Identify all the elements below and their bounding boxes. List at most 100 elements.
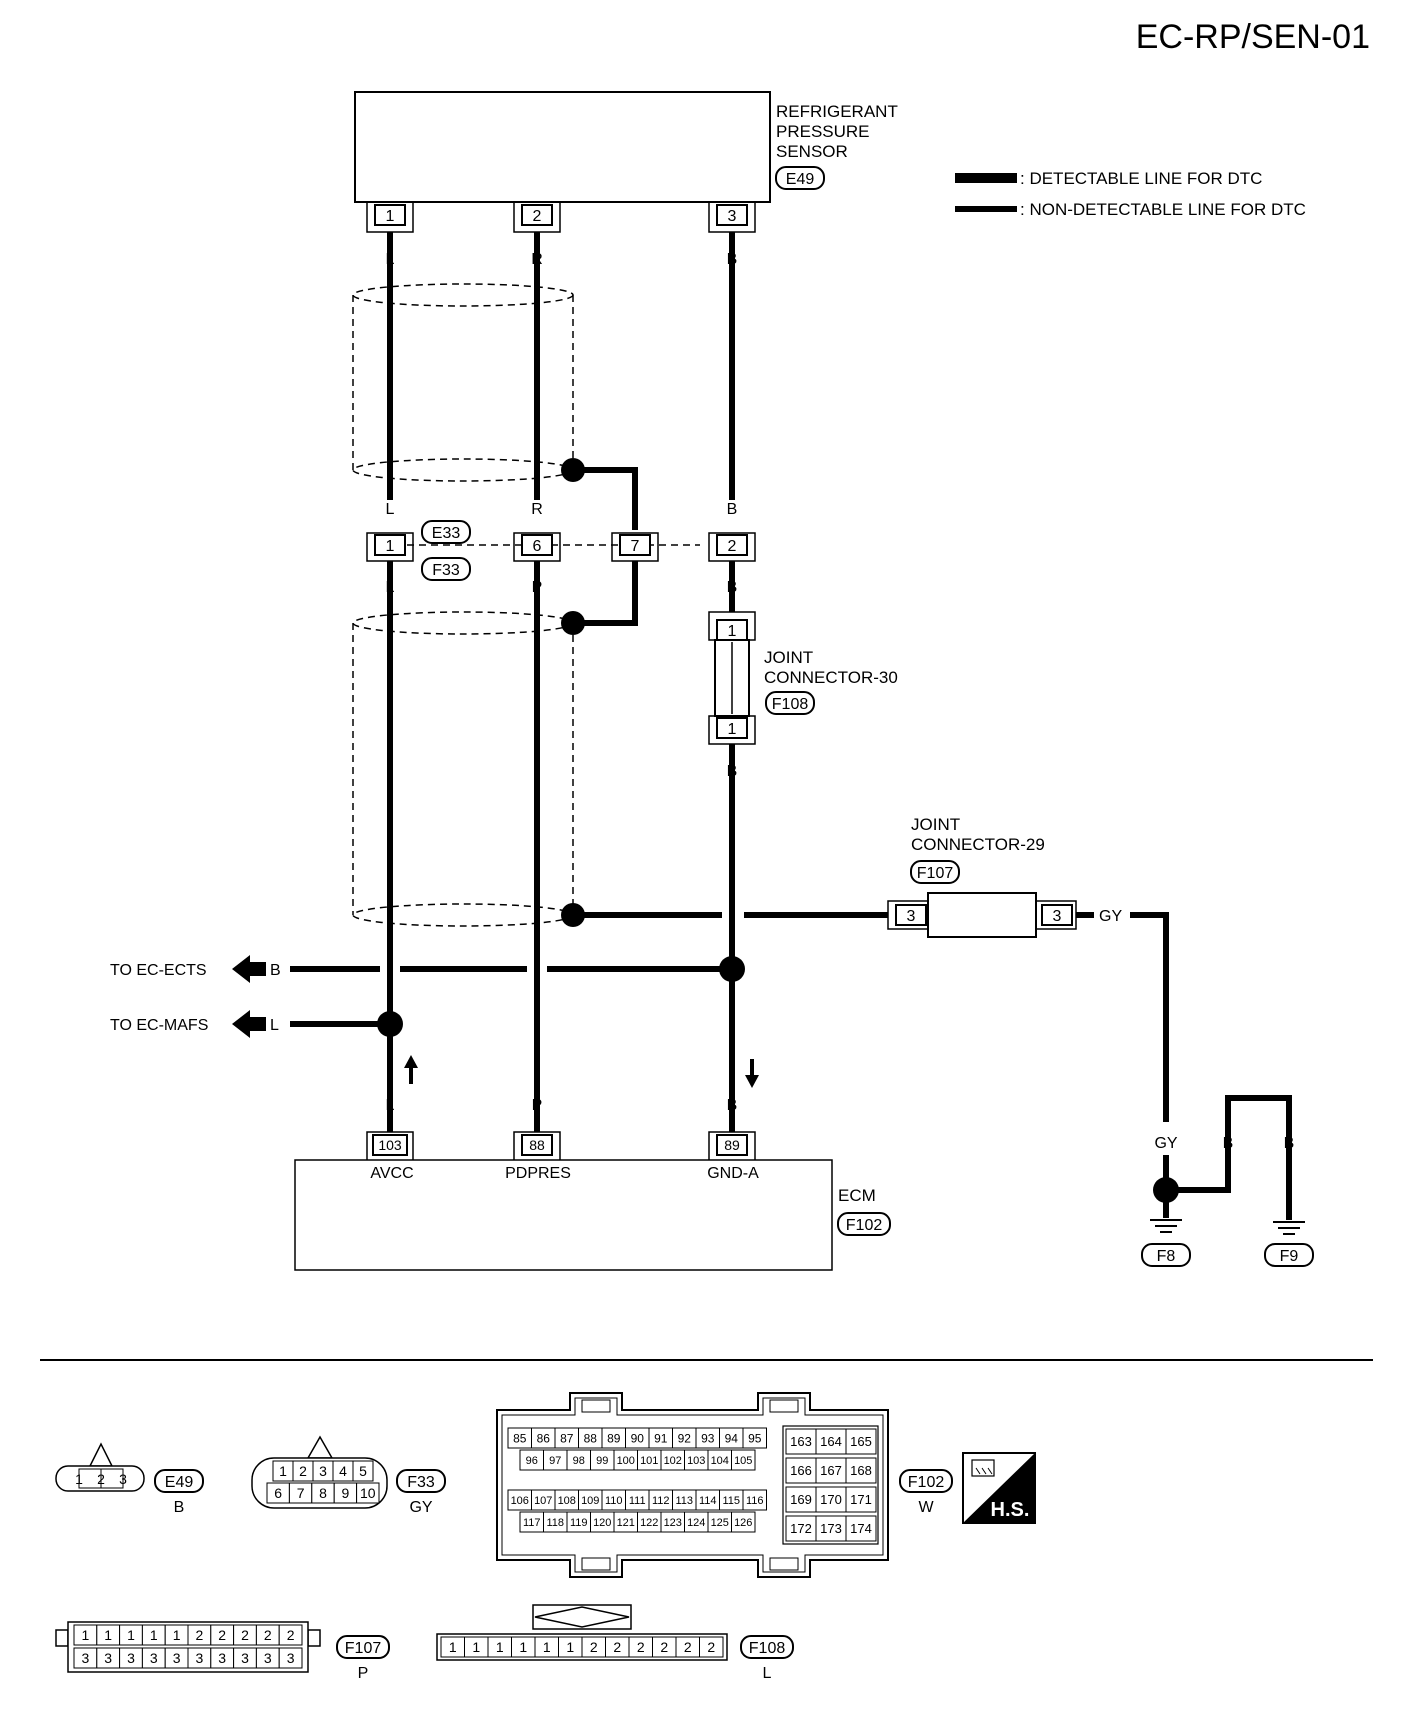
f102-row1-pin: 95 (748, 1431, 762, 1445)
f102-row4-pin: 124 (687, 1517, 705, 1529)
f102-right-row3-pin: 169 (790, 1492, 812, 1507)
e49-pin-3: 3 (119, 1471, 127, 1487)
arrow-up-icon (404, 1055, 418, 1084)
f108-pin: 2 (637, 1639, 645, 1655)
legend-detectable: : DETECTABLE LINE FOR DTC (1020, 169, 1262, 188)
f102-row3-pin: 107 (534, 1495, 552, 1507)
f108-view-color: L (763, 1665, 772, 1682)
f102-right-row4-cell (845, 1515, 877, 1542)
f33-bottom-pin: 6 (274, 1485, 282, 1501)
joint29-name-1: JOINT (911, 815, 960, 834)
ecm-pin-103: 103 (378, 1137, 402, 1153)
f107-view-id: F107 (345, 1640, 382, 1657)
f102-row1-pin: 89 (607, 1431, 621, 1445)
f102-right-row2-cell (845, 1457, 877, 1484)
f33-bottom-pin: 10 (360, 1485, 376, 1501)
f102-row1-pin: 86 (537, 1431, 551, 1445)
f33-view-color: GY (409, 1499, 432, 1516)
branch-to-ec-ects: TO EC-ECTS B (110, 955, 745, 983)
f102-right-row1-pin: 165 (850, 1434, 872, 1449)
connector-view-e49: 1 2 3 E49 B (55, 1442, 204, 1516)
shield-splice-middle (561, 611, 585, 635)
arrow-to-ects: TO EC-ECTS (110, 962, 207, 979)
joint29-connector-id: F107 (917, 865, 954, 882)
f108-pin: 2 (707, 1639, 715, 1655)
f33-top-pin: 5 (359, 1463, 367, 1479)
harness-pin-7: 7 (631, 538, 640, 555)
f107-bottom-pin: 3 (127, 1650, 135, 1666)
legend-non-detectable: : NON-DETECTABLE LINE FOR DTC (1020, 200, 1306, 219)
f102-row2-pin: 105 (734, 1455, 752, 1467)
f107-bottom-cell (278, 1647, 303, 1669)
f33-bottom-pin: 7 (297, 1485, 305, 1501)
f102-row4-pin: 119 (570, 1517, 588, 1529)
harness-connector-lower-id: F33 (432, 562, 460, 579)
joint29-pin-left: 3 (907, 908, 916, 925)
f107-bottom-pin: 3 (241, 1650, 249, 1666)
hs-badge-text: H.S. (991, 1499, 1030, 1521)
wire-color-b-8: B (1284, 1135, 1295, 1152)
f102-row4-cell (731, 1511, 756, 1533)
f102-row2-pin: 97 (549, 1455, 561, 1467)
f102-row2-pin: 103 (687, 1455, 705, 1467)
f102-row3-pin: 111 (629, 1495, 646, 1507)
joint29-pin-right: 3 (1053, 908, 1062, 925)
f102-row4-pin: 125 (711, 1517, 729, 1529)
f108-pin: 1 (519, 1639, 527, 1655)
f102-right-row3-pin: 170 (820, 1492, 842, 1507)
branch-to-ec-mafs: TO EC-MAFS L (110, 1010, 403, 1038)
wire-color-l-2: L (386, 501, 395, 518)
e49-pin-1: 1 (75, 1471, 83, 1487)
f102-row1-pin: 91 (654, 1431, 668, 1445)
ground-f8: F8 (1157, 1248, 1176, 1265)
f107-bottom-pin: 3 (264, 1650, 272, 1666)
sensor-pins: 1 2 3 (366, 202, 756, 233)
page-title: EC-RP/SEN-01 (1136, 18, 1370, 56)
ecm-connector-id: F102 (846, 1217, 883, 1234)
joint30-pin-top: 1 (728, 623, 737, 640)
f102-row4-pin: 121 (617, 1517, 635, 1529)
f102-row4-pin: 126 (734, 1517, 752, 1529)
f102-row2-pin: 100 (617, 1455, 635, 1467)
f102-row1-pin: 85 (513, 1431, 527, 1445)
f108-pin: 2 (613, 1639, 621, 1655)
ground-f9: F9 (1280, 1248, 1299, 1265)
f33-top-pin: 1 (279, 1463, 287, 1479)
wire-color-gy-2: GY (1154, 1135, 1177, 1152)
f102-row4-pin: 120 (593, 1517, 611, 1529)
f102-row3-pin: 109 (581, 1495, 599, 1507)
f107-top-cell (278, 1624, 303, 1646)
f102-right-row2-pin: 168 (850, 1463, 872, 1478)
e49-view-color: B (174, 1499, 185, 1516)
f108-pin: 1 (449, 1639, 457, 1655)
f102-row1-pin: 87 (560, 1431, 574, 1445)
f102-right-row2-cell (785, 1457, 817, 1484)
f102-right-row1-cell (845, 1428, 877, 1455)
ecm-signal-avcc: AVCC (370, 1165, 413, 1182)
f107-bottom-pin: 3 (173, 1650, 181, 1666)
sensor-pin-2: 2 (533, 208, 542, 225)
f107-top-pin: 1 (173, 1627, 181, 1643)
f102-right-row4-pin: 173 (820, 1521, 842, 1536)
f102-row2-pin: 96 (526, 1455, 538, 1467)
sensor-pin-1: 1 (386, 208, 395, 225)
f102-row1-pin: 93 (701, 1431, 715, 1445)
f107-top-pin: 1 (127, 1627, 135, 1643)
ecm-pin-88: 88 (529, 1137, 545, 1153)
f102-row1-pin: 94 (725, 1431, 739, 1445)
harness-pin-6: 6 (533, 538, 542, 555)
wire-color-r-2: R (531, 501, 543, 518)
wire-color-b-6: B (727, 1097, 738, 1114)
f108-pin: 2 (684, 1639, 692, 1655)
f102-row4-pin: 122 (640, 1517, 658, 1529)
f108-pin: 1 (566, 1639, 574, 1655)
legend: : DETECTABLE LINE FOR DTC : NON-DETECTAB… (955, 169, 1306, 219)
f102-row2-cell (731, 1449, 756, 1471)
wire-color-p-2: P (532, 1097, 543, 1114)
f107-top-pin: 2 (241, 1627, 249, 1643)
f33-bottom-pin: 9 (342, 1485, 350, 1501)
wire-color-gy-1: GY (1099, 908, 1122, 925)
